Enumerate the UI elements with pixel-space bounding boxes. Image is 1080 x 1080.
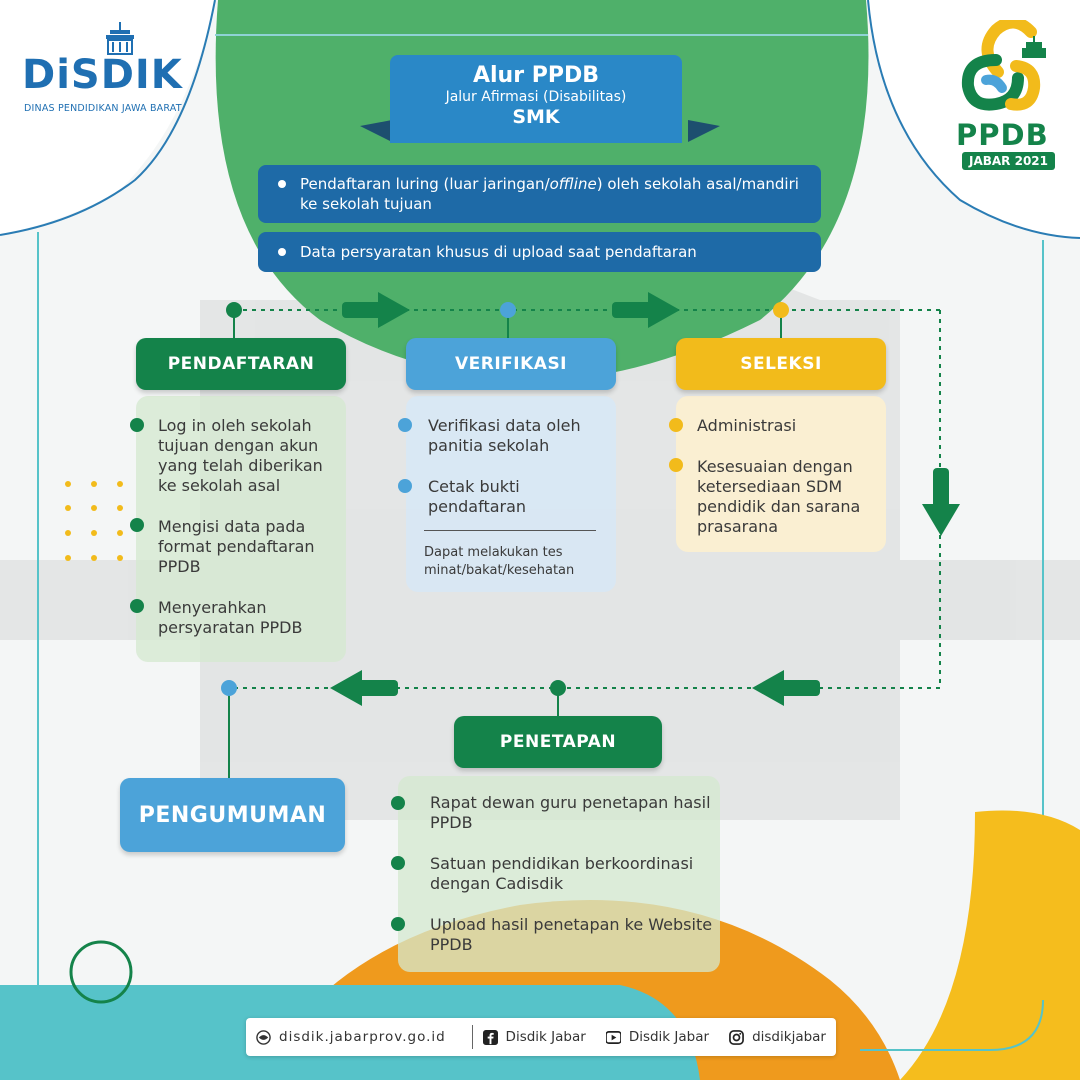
bullet-icon bbox=[278, 248, 286, 256]
arrow-right-icon bbox=[612, 292, 680, 328]
globe-icon bbox=[256, 1029, 271, 1045]
ppdb-logo: PPDB JABAR 2021 bbox=[952, 20, 1062, 180]
info-1-before: Pendaftaran luring (luar jaringan/ bbox=[300, 175, 550, 193]
penetapan-item: Satuan pendidikan berkoordinasi dengan C… bbox=[430, 854, 694, 893]
instagram-icon bbox=[729, 1029, 744, 1045]
verifikasi-item: Cetak bukti pendaftaran bbox=[428, 477, 527, 516]
bullet-icon bbox=[130, 518, 144, 532]
footer-facebook-text: Disdik Jabar bbox=[505, 1029, 586, 1045]
building-icon bbox=[106, 22, 134, 55]
pendaftaran-card bbox=[136, 396, 346, 662]
stage-verifikasi-label: VERIFIKASI bbox=[454, 354, 568, 374]
info-1-after: ) oleh sekolah asal/mandiri ke sekolah t… bbox=[300, 175, 799, 213]
info-upload-requirements: Data persyaratan khusus di upload saat p… bbox=[258, 232, 821, 272]
seleksi-item: Administrasi bbox=[697, 416, 797, 435]
stage-penetapan-label: PENETAPAN bbox=[499, 732, 617, 752]
pendaftaran-item: Menyerahkan persyaratan PPDB bbox=[158, 598, 303, 637]
seleksi-card bbox=[676, 396, 886, 552]
title-box: Alur PPDB Jalur Afirmasi (Disabilitas) S… bbox=[390, 55, 682, 143]
bullet-icon bbox=[669, 418, 683, 432]
pendaftaran-item: Mengisi data pada format pendaftaran PPD… bbox=[158, 517, 315, 576]
stage-pengumuman: PENGUMUMAN bbox=[120, 778, 345, 852]
verifikasi-item: Verifikasi data oleh panitia sekolah bbox=[428, 416, 581, 455]
arrow-left-icon bbox=[330, 670, 398, 706]
stage-pendaftaran-label: PENDAFTARAN bbox=[167, 354, 315, 374]
title-track: Jalur Afirmasi (Disabilitas) bbox=[445, 89, 627, 105]
arrow-left-icon bbox=[752, 670, 820, 706]
footer-youtube[interactable]: Disdik Jabar bbox=[596, 1029, 719, 1045]
stage-verifikasi: VERIFIKASI bbox=[406, 338, 616, 390]
footer-website[interactable]: disdik.jabarprov.go.id bbox=[246, 1029, 472, 1045]
penetapan-item: Rapat dewan guru penetapan hasil PPDB bbox=[430, 793, 711, 832]
stage-seleksi: SELEKSI bbox=[676, 338, 886, 390]
ppdb-year-badge: JABAR 2021 bbox=[962, 152, 1056, 170]
verifikasi-note: Dapat melakukan tes minat/bakat/kesehata… bbox=[424, 545, 575, 578]
ppdb-wordmark: PPDB bbox=[956, 118, 1049, 152]
title-ribbon-shadow bbox=[360, 120, 720, 142]
seleksi-item: Kesesuaian dengan ketersediaan SDM pendi… bbox=[697, 457, 861, 536]
footer-bar: disdik.jabarprov.go.id Disdik Jabar Disd… bbox=[246, 1018, 836, 1056]
bullet-icon bbox=[398, 418, 412, 432]
info-1-em: offline bbox=[549, 175, 597, 193]
disdik-wordmark: DiSDIK bbox=[22, 52, 183, 98]
info-2-text: Data persyaratan khusus di upload saat p… bbox=[300, 243, 697, 261]
footer-instagram[interactable]: disdikjabar bbox=[719, 1029, 836, 1045]
bullet-icon bbox=[278, 180, 286, 188]
stage-seleksi-label: SELEKSI bbox=[740, 354, 822, 374]
footer-youtube-text: Disdik Jabar bbox=[628, 1029, 710, 1045]
verifikasi-divider bbox=[424, 530, 596, 531]
penetapan-card bbox=[398, 776, 720, 972]
verifikasi-card bbox=[406, 396, 616, 592]
stage-pengumuman-label: PENGUMUMAN bbox=[138, 802, 327, 828]
bullet-icon bbox=[669, 458, 683, 472]
penetapan-item: Upload hasil penetapan ke Website PPDB bbox=[430, 915, 713, 954]
disdik-subtitle: DINAS PENDIDIKAN JAWA BARAT bbox=[24, 103, 182, 114]
footer-website-text: disdik.jabarprov.go.id bbox=[279, 1029, 446, 1045]
stage-pendaftaran: PENDAFTARAN bbox=[136, 338, 346, 390]
info-offline-registration: Pendaftaran luring (luar jaringan/offlin… bbox=[258, 165, 821, 223]
bullet-icon bbox=[391, 917, 405, 931]
bullet-icon bbox=[130, 418, 144, 432]
footer-divider bbox=[471, 1025, 473, 1049]
youtube-icon bbox=[605, 1030, 621, 1044]
facebook-icon bbox=[482, 1029, 498, 1045]
bullet-icon bbox=[130, 599, 144, 613]
stage-penetapan: PENETAPAN bbox=[454, 716, 662, 768]
bullet-icon bbox=[391, 856, 405, 870]
ppdb-emblem-icon bbox=[961, 20, 1046, 111]
footer-facebook[interactable]: Disdik Jabar bbox=[473, 1029, 596, 1045]
arrow-down-icon bbox=[922, 468, 960, 536]
title-level: SMK bbox=[512, 106, 560, 128]
bullet-icon bbox=[391, 796, 405, 810]
arrow-right-icon bbox=[342, 292, 410, 328]
title-main: Alur PPDB bbox=[472, 63, 600, 88]
footer-instagram-text: disdikjabar bbox=[752, 1029, 826, 1045]
pendaftaran-item: Log in oleh sekolah tujuan dengan akun y… bbox=[158, 416, 323, 495]
bullet-icon bbox=[398, 479, 412, 493]
